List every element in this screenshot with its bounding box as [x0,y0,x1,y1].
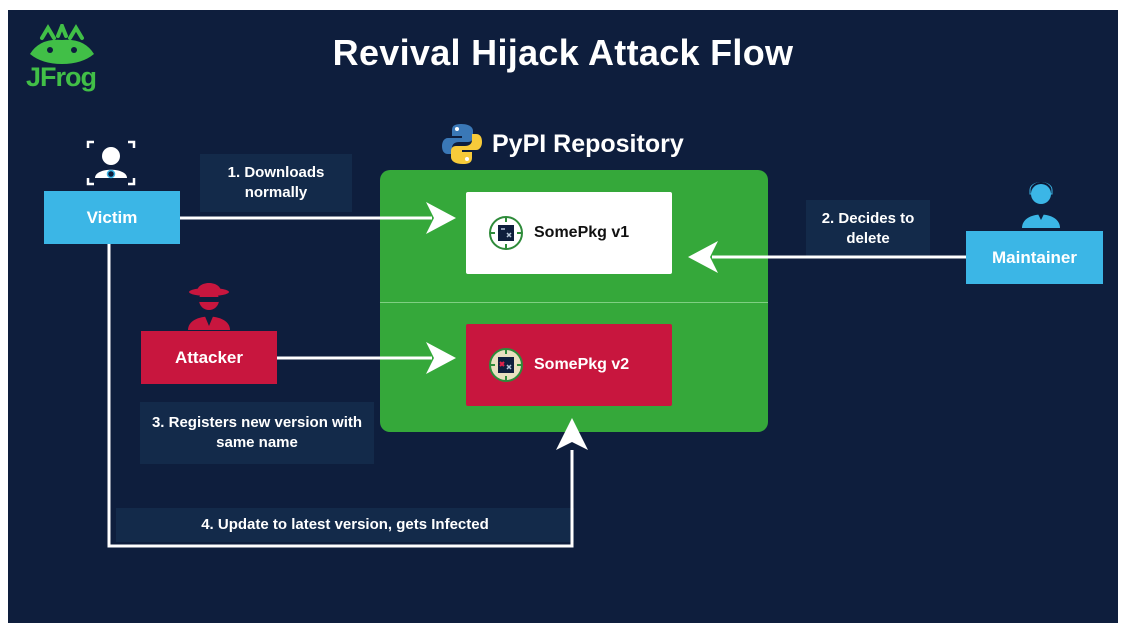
step-1-label: 1. Downloads normally [200,154,352,212]
maintainer-person-icon [1022,182,1060,228]
step-2-label: 2. Decides to delete [806,200,930,258]
maintainer-node: Maintainer [966,231,1103,284]
python-logo-icon [442,124,482,164]
package-v1: SomePkg v1 [466,192,672,274]
flow-arrows [107,202,966,548]
diagram-canvas: JFrog Revival Hijack Attack Flow PyPI Re… [8,10,1118,623]
victim-person-icon [86,140,136,186]
step-3-label: 3. Registers new version with same name [140,402,374,464]
attacker-node: Attacker [141,331,277,384]
package-v1-label: SomePkg v1 [534,224,630,241]
arrowhead-v1-left [426,202,456,234]
diagram-title: Revival Hijack Attack Flow [332,32,794,73]
jfrog-logo-text: JFrog [26,62,97,92]
attacker-person-icon [188,283,230,330]
repository-divider [380,302,768,303]
package-v2: SomePkg v2 [466,324,672,406]
step-4-label: 4. Update to latest version, gets Infect… [116,508,574,542]
arrow-victim-to-v2 [107,244,574,548]
victim-node: Victim [44,191,180,244]
package-box-icon [489,216,523,250]
arrowhead-v1-right [688,241,718,273]
package-v2-label: SomePkg v2 [534,356,630,373]
jfrog-logo-icon [30,24,94,64]
repository-heading: PyPI Repository [440,122,684,166]
infected-package-box-icon [489,348,523,382]
arrowhead-v2-left [426,342,456,374]
arrowhead-v2-bottom [556,418,588,450]
repository-label: PyPI Repository [492,129,684,158]
